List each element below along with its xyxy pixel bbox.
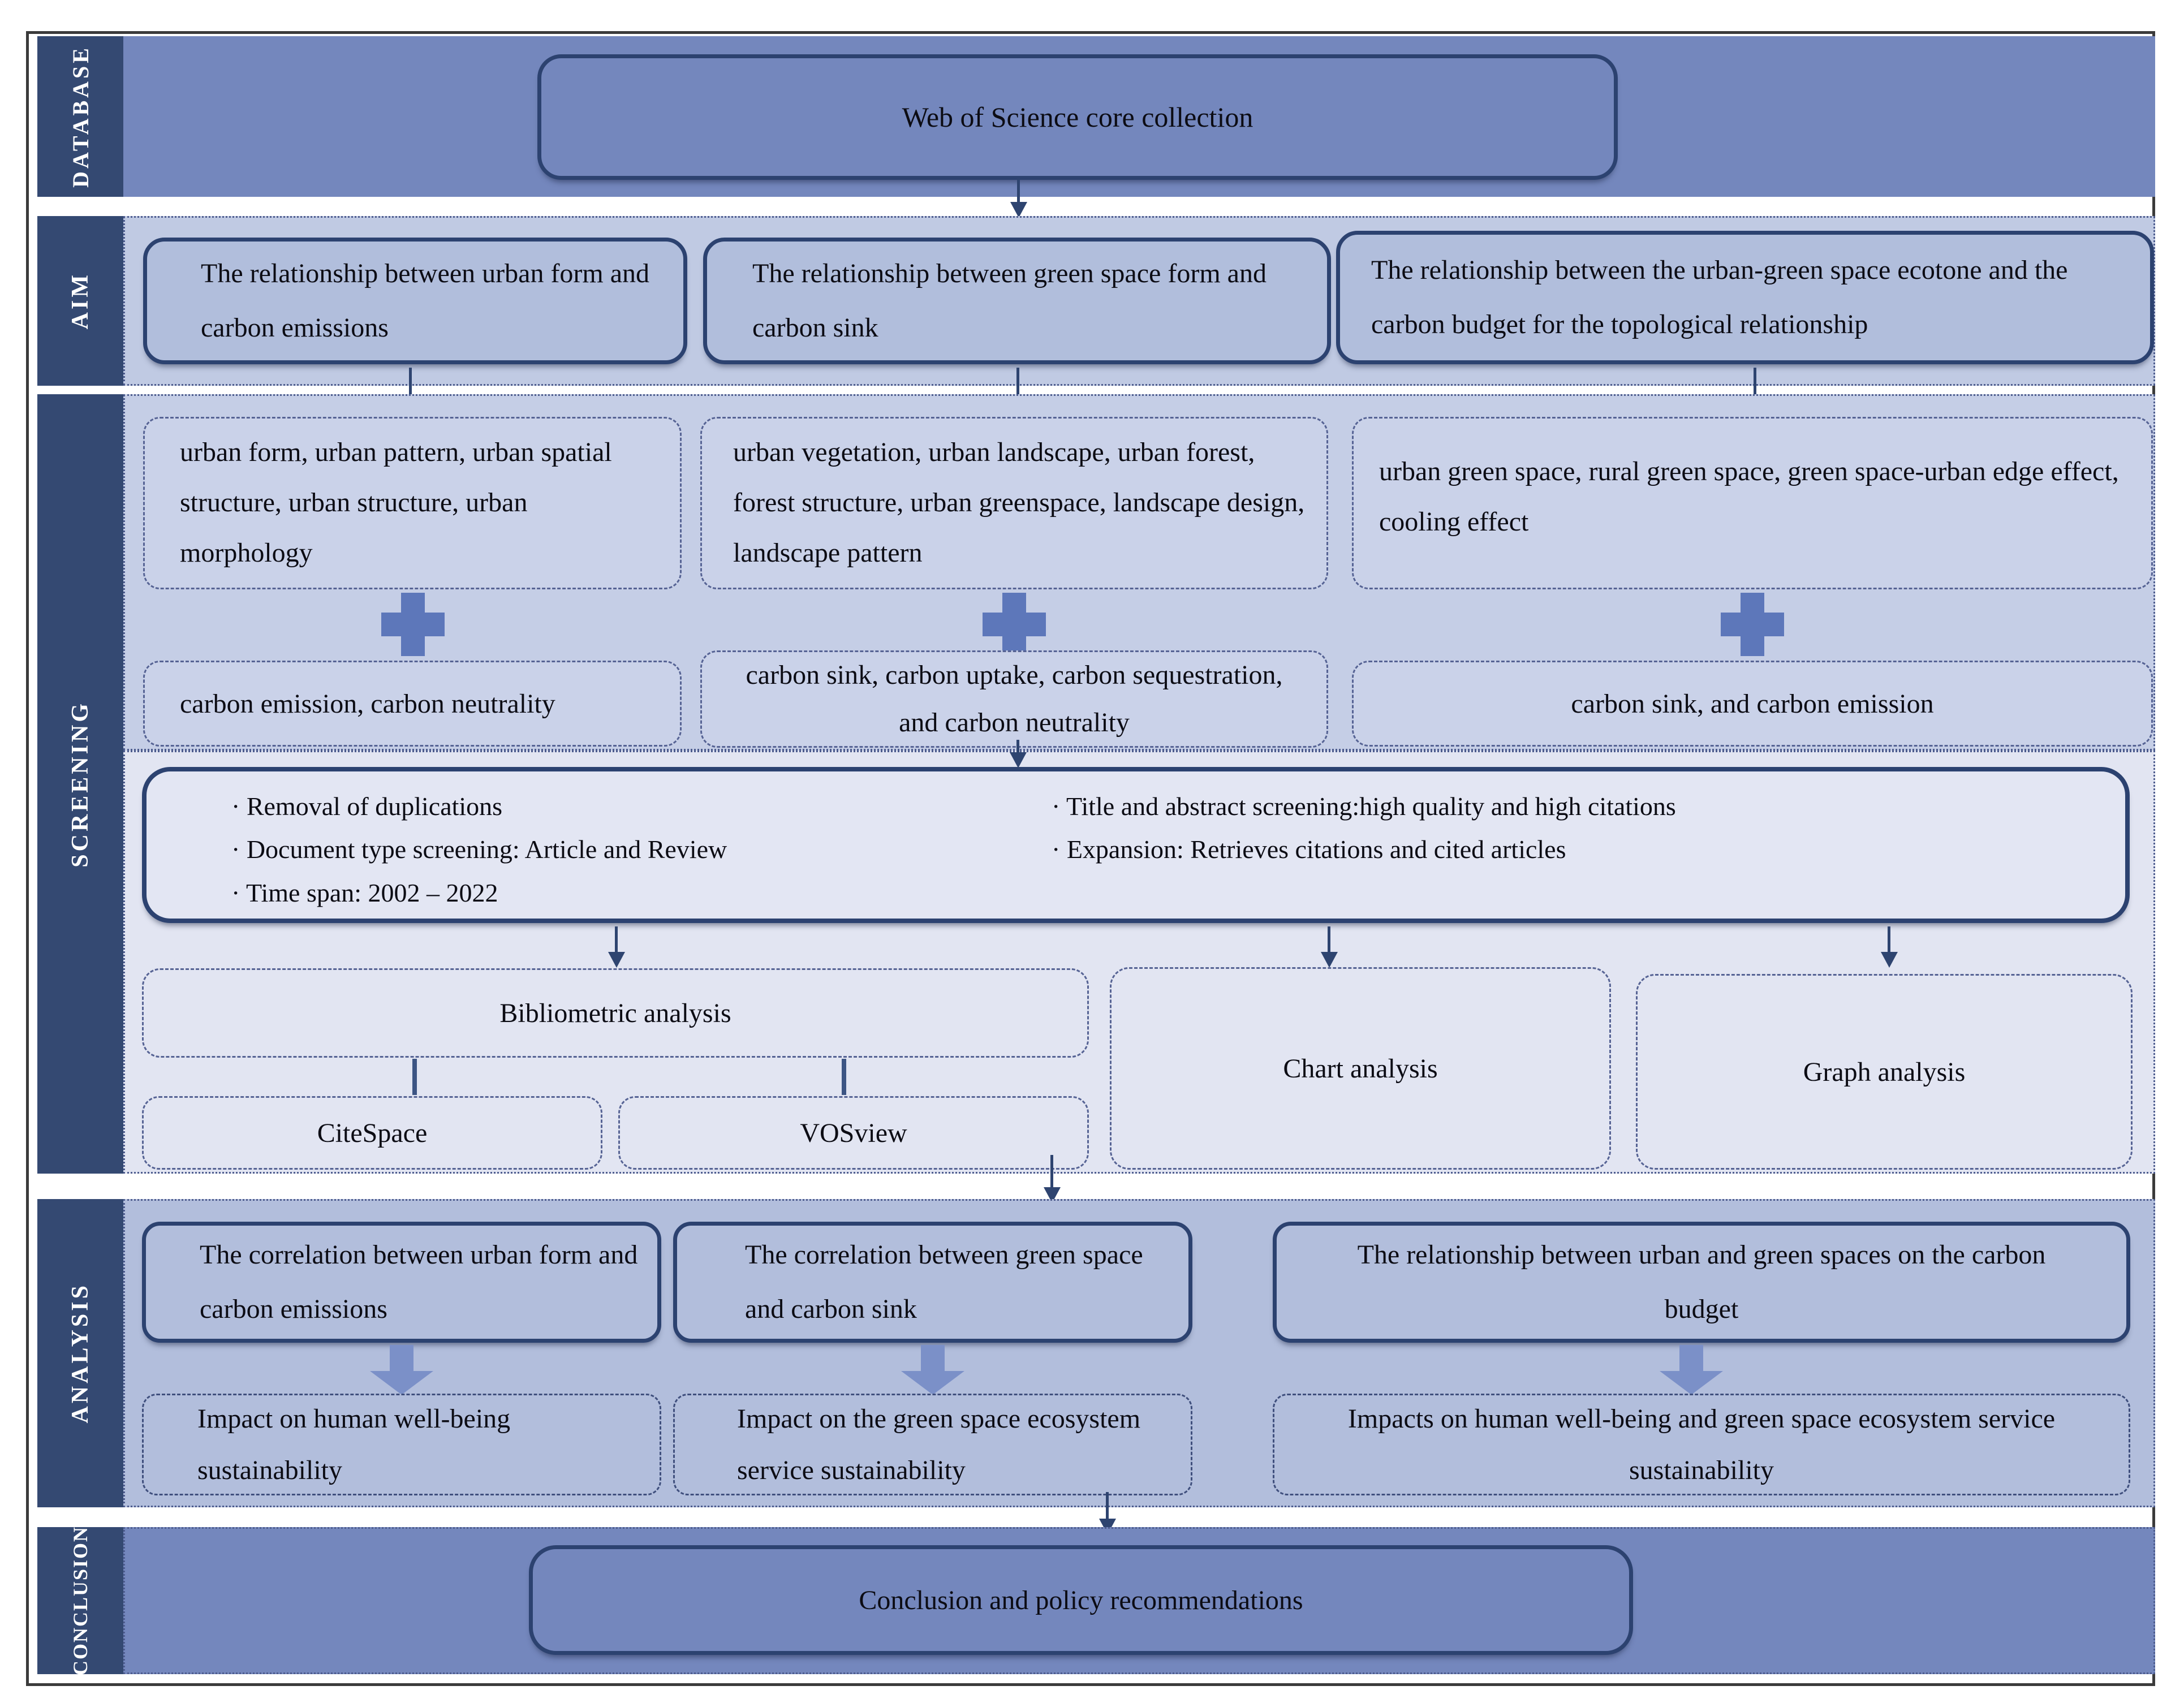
criteria-item: · Time span: 2002 – 2022 (231, 878, 498, 907)
database-label-text: DATABASE (67, 45, 93, 188)
carbon-terms-box-2: carbon sink, carbon uptake, carbon seque… (700, 650, 1328, 748)
impact-box-wellbeing-text: Impact on human well-being sustainabilit… (197, 1403, 511, 1485)
block-arrow-icon (901, 1345, 964, 1395)
criteria-item: · Removal of duplications (231, 792, 503, 821)
citespace-text: CiteSpace (317, 1118, 428, 1148)
keywords-box-green-space-text: urban vegetation, urban landscape, urban… (733, 437, 1305, 568)
web-of-science-box: Web of Science core collection (537, 54, 1618, 180)
impact-box-combined: Impacts on human well-being and green sp… (1273, 1394, 2130, 1495)
impact-box-wellbeing: Impact on human well-being sustainabilit… (142, 1394, 661, 1495)
section-label-screening: SCREENING (37, 394, 123, 1174)
section-label-conclusion: CONCLUSION (37, 1525, 123, 1676)
arrow-screening-to-analysis (1050, 1155, 1053, 1188)
conclusion-label-text: CONCLUSION (69, 1525, 92, 1676)
impact-box-ecosystem: Impact on the green space ecosystem serv… (673, 1394, 1192, 1495)
analysis-box-urban-form: The correlation between urban form and c… (142, 1222, 661, 1343)
arrow-aim1-to-screening (409, 368, 412, 402)
keywords-box-urban-form-text: urban form, urban pattern, urban spatial… (180, 437, 612, 568)
web-of-science-text: Web of Science core collection (902, 101, 1253, 133)
arrow-aim2-to-screening (1016, 368, 1019, 402)
keywords-box-green-space: urban vegetation, urban landscape, urban… (700, 417, 1328, 589)
aim-label-text: AIM (67, 272, 93, 330)
block-arrow-icon (1660, 1345, 1723, 1395)
bibliometric-analysis-text: Bibliometric analysis (499, 998, 731, 1028)
arrow-criteria-to-chart (1328, 926, 1330, 952)
criteria-item: · Title and abstract screening:high qual… (1052, 792, 1676, 821)
aim-box-ecotone: The relationship between the urban-green… (1336, 231, 2154, 364)
carbon-terms-box-3: carbon sink, and carbon emission (1352, 661, 2153, 747)
carbon-terms-box-1-text: carbon emission, carbon neutrality (180, 688, 555, 719)
bibliometric-analysis-box: Bibliometric analysis (142, 968, 1089, 1058)
graph-analysis-box: Graph analysis (1636, 974, 2133, 1170)
arrow-analysis-to-conclusion (1106, 1492, 1109, 1519)
aim-box-urban-form-text: The relationship between urban form and … (201, 258, 650, 343)
carbon-terms-box-3-text: carbon sink, and carbon emission (1571, 688, 1934, 719)
graph-analysis-text: Graph analysis (1803, 1057, 1966, 1087)
impact-box-combined-text: Impacts on human well-being and green sp… (1347, 1403, 2056, 1485)
impact-box-ecosystem-text: Impact on the green space ecosystem serv… (737, 1403, 1141, 1485)
section-label-database: DATABASE (37, 36, 123, 197)
vosview-text: VOSview (800, 1118, 907, 1148)
analysis-box-urban-form-text: The correlation between urban form and c… (200, 1240, 638, 1324)
section-label-aim: AIM (37, 216, 123, 386)
aim-box-ecotone-text: The relationship between the urban-green… (1371, 255, 2068, 339)
criteria-item: · Document type screening: Article and R… (231, 835, 727, 864)
connector-bibliometric-citespace (412, 1059, 417, 1095)
criteria-item: · Expansion: Retrieves citations and cit… (1052, 835, 1566, 864)
plus-icon (1721, 593, 1784, 656)
conclusion-box: Conclusion and policy recommendations (529, 1545, 1633, 1655)
aim-box-green-space: The relationship between green space for… (703, 238, 1331, 364)
analysis-box-carbon-budget-text: The relationship between urban and green… (1357, 1240, 2046, 1324)
analysis-box-green-space: The correlation between green space and … (673, 1222, 1192, 1343)
aim-box-urban-form: The relationship between urban form and … (143, 238, 687, 364)
analysis-box-green-space-text: The correlation between green space and … (745, 1240, 1143, 1324)
chart-analysis-text: Chart analysis (1283, 1053, 1438, 1084)
connector-bibliometric-vosview (842, 1059, 846, 1095)
arrow-keywords-to-criteria (1016, 740, 1019, 753)
analysis-label-text: ANALYSIS (67, 1283, 93, 1424)
screening-label-text: SCREENING (67, 700, 93, 868)
section-label-analysis: ANALYSIS (37, 1199, 123, 1507)
aim-box-green-space-text: The relationship between green space for… (752, 258, 1267, 343)
screening-criteria-box: · Removal of duplications · Document typ… (142, 767, 2130, 923)
criteria-right-column: · Title and abstract screening:high qual… (1052, 785, 1676, 872)
carbon-terms-box-1: carbon emission, carbon neutrality (143, 661, 682, 747)
chart-analysis-box: Chart analysis (1110, 967, 1611, 1170)
keywords-box-urban-form: urban form, urban pattern, urban spatial… (143, 417, 682, 589)
block-arrow-icon (370, 1345, 433, 1395)
plus-icon (983, 593, 1046, 656)
arrow-database-to-aim (1017, 179, 1020, 202)
carbon-terms-box-2-text: carbon sink, carbon uptake, carbon seque… (746, 660, 1283, 738)
arrow-criteria-to-graph (1888, 926, 1890, 952)
plus-icon (381, 593, 445, 656)
citespace-box: CiteSpace (142, 1096, 602, 1170)
vosview-box: VOSview (618, 1096, 1089, 1170)
criteria-left-column: · Removal of duplications · Document typ… (231, 785, 1040, 915)
conclusion-text: Conclusion and policy recommendations (859, 1585, 1303, 1615)
keywords-box-ecotone-text: urban green space, rural green space, gr… (1379, 456, 2119, 537)
arrow-aim3-to-screening (1754, 368, 1756, 402)
analysis-box-carbon-budget: The relationship between urban and green… (1273, 1222, 2130, 1343)
keywords-box-ecotone: urban green space, rural green space, gr… (1352, 417, 2153, 589)
arrow-criteria-to-bibliometric (615, 926, 618, 952)
